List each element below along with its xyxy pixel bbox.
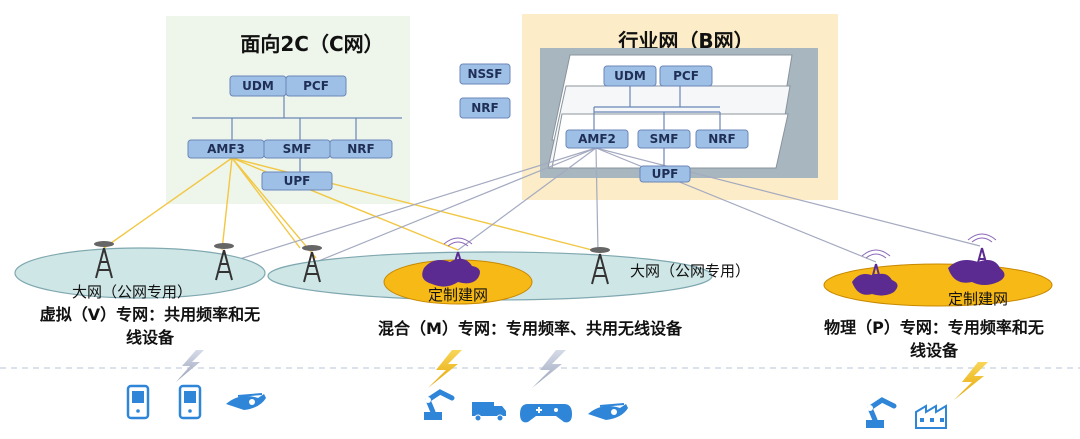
b-upf-box — [639, 165, 691, 183]
phone-icon — [126, 384, 150, 420]
b-udm-box — [603, 65, 657, 87]
base-station-icon — [214, 243, 234, 281]
custom-area-right-label: 定制建网 — [948, 290, 1008, 308]
b-nrf-box — [695, 129, 749, 149]
b-smf-label: SMF — [650, 132, 679, 146]
public-area-mid-label: 大网（公网专用） — [630, 262, 750, 280]
b-smf-box — [637, 129, 691, 149]
factory-icon — [915, 404, 947, 429]
base-station-icon — [302, 245, 322, 283]
public-area-left — [14, 247, 266, 299]
drone-icon — [226, 393, 266, 410]
nssf-box — [459, 63, 511, 85]
b-nrf-label: NRF — [708, 132, 735, 146]
virtual-caption-line1: 虚拟（V）专网：共用频率和无 — [40, 305, 260, 324]
c-nrf-box — [329, 139, 393, 159]
c-smf-label: SMF — [283, 142, 312, 156]
c-network-bus — [192, 96, 402, 172]
robot-arm-icon — [866, 397, 897, 428]
c-udm-label: UDM — [242, 79, 274, 93]
wireless-link-icon — [176, 350, 204, 382]
c-network-functions: UDM PCF AMF3 SMF NRF UPF — [187, 75, 393, 191]
c-upf-box — [261, 171, 333, 191]
b-pcf-label: PCF — [673, 69, 699, 83]
public-area-left-label: 大网（公网专用） — [72, 283, 192, 301]
b-udm-label: UDM — [614, 69, 646, 83]
b-upf-label: UPF — [652, 167, 679, 181]
b-pcf-box — [659, 65, 713, 87]
mixed-caption: 混合（M）专网：专用频率、共用无线设备 — [378, 319, 683, 338]
drone-icon — [588, 403, 628, 420]
wireless-link-icon — [428, 350, 462, 388]
virtual-caption-line2: 线设备 — [126, 328, 175, 347]
private-base-station-icon — [443, 237, 473, 273]
coverage-footprint-right-2 — [948, 260, 1005, 285]
b-network-bus — [593, 86, 721, 166]
wireless-link-icon — [532, 350, 566, 388]
nssf-label: NSSF — [468, 67, 503, 81]
phone-icon — [178, 384, 202, 420]
base-station-icon — [590, 247, 610, 285]
c-pcf-label: PCF — [303, 79, 329, 93]
c-upf-label: UPF — [284, 174, 311, 188]
shared-functions: NSSF NRF — [459, 63, 511, 119]
private-base-station-icon — [967, 233, 997, 271]
physical-caption-line2: 线设备 — [910, 341, 959, 360]
b-amf-label: AMF2 — [578, 132, 616, 146]
shared-nrf-box — [459, 97, 511, 119]
shared-nrf-label: NRF — [471, 101, 498, 115]
b-network-functions: UDM PCF AMF2 SMF NRF UPF — [565, 65, 749, 183]
physical-caption-line1: 物理（P）专网：专用频率和无 — [824, 318, 1044, 337]
custom-area-mid-label: 定制建网 — [428, 286, 488, 304]
c-pcf-box — [285, 75, 347, 97]
gamepad-icon — [520, 404, 572, 423]
coverage-footprint-right-1 — [852, 273, 898, 296]
wireless-link-icon — [954, 362, 988, 400]
robot-arm-icon — [424, 389, 455, 420]
c-nrf-label: NRF — [347, 142, 374, 156]
base-station-icon — [94, 241, 114, 279]
b-amf-box — [565, 129, 629, 149]
c-amf-label: AMF3 — [207, 142, 245, 156]
coverage-footprint-mid — [422, 258, 480, 287]
private-base-station-icon — [861, 249, 891, 287]
truck-icon — [472, 402, 506, 422]
c-network-title: 面向2C（C网） — [240, 32, 383, 56]
